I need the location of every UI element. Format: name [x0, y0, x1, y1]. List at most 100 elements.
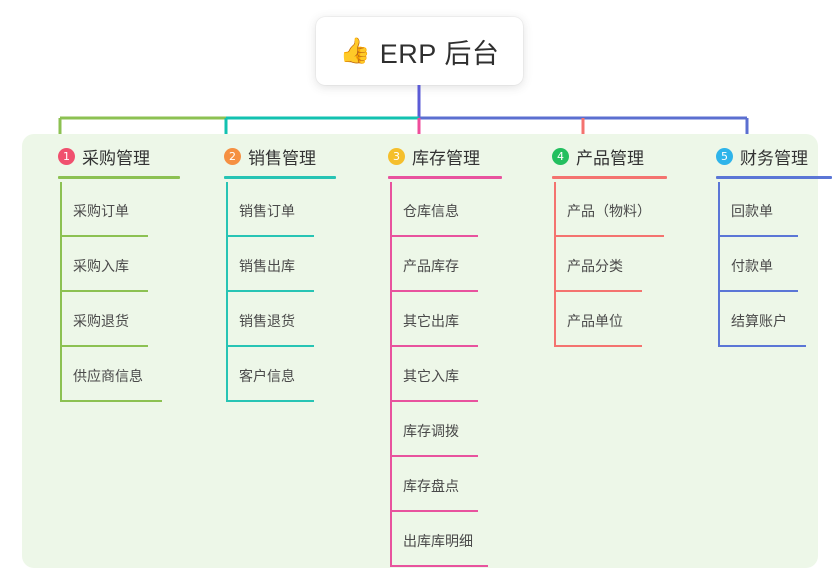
item-spine: [554, 292, 556, 347]
item-spine: [390, 512, 392, 567]
module-item[interactable]: 出库库明细: [369, 512, 534, 567]
module-item[interactable]: 付款单: [697, 237, 839, 292]
module-item-label: 仓库信息: [403, 203, 459, 219]
item-spine: [390, 402, 392, 457]
item-underline: [226, 345, 314, 347]
module-item-list-2: 销售订单销售出库销售退货客户信息: [205, 182, 370, 402]
item-underline: [390, 510, 478, 512]
module-item[interactable]: 产品分类: [533, 237, 698, 292]
module-header-underline-2: [224, 176, 336, 179]
module-item-label: 采购订单: [73, 203, 129, 219]
module-item-label: 产品单位: [567, 313, 623, 329]
item-spine: [554, 237, 556, 292]
module-item[interactable]: 产品库存: [369, 237, 534, 292]
module-item-label: 供应商信息: [73, 368, 143, 384]
module-item-label: 销售退货: [239, 313, 295, 329]
module-badge-5: 5: [716, 147, 733, 165]
module-item-label: 销售订单: [239, 203, 295, 219]
item-underline: [60, 290, 148, 292]
module-item[interactable]: 采购入库: [39, 237, 204, 292]
item-underline: [226, 290, 314, 292]
module-item[interactable]: 客户信息: [205, 347, 370, 402]
module-header-underline-5: [716, 176, 832, 179]
item-underline: [390, 400, 478, 402]
item-underline: [60, 345, 148, 347]
module-badge-4: 4: [552, 147, 569, 165]
module-header-2[interactable]: 2 销售管理: [205, 134, 370, 179]
item-spine: [60, 292, 62, 347]
item-spine: [390, 182, 392, 237]
item-spine: [226, 347, 228, 402]
module-item[interactable]: 产品单位: [533, 292, 698, 347]
item-underline: [554, 345, 642, 347]
item-spine: [60, 347, 62, 402]
module-item[interactable]: 采购退货: [39, 292, 204, 347]
module-item[interactable]: 仓库信息: [369, 182, 534, 237]
module-item-label: 销售出库: [239, 258, 295, 274]
module-item[interactable]: 供应商信息: [39, 347, 204, 402]
module-item-list-3: 仓库信息产品库存其它出库其它入库库存调拨库存盘点出库库明细: [369, 182, 534, 567]
page-title: ERP 后台: [379, 38, 500, 69]
item-spine: [554, 182, 556, 237]
module-item-label: 结算账户: [731, 313, 787, 329]
module-item[interactable]: 销售出库: [205, 237, 370, 292]
module-item-label: 产品（物料）: [567, 203, 651, 219]
module-item[interactable]: 销售订单: [205, 182, 370, 237]
item-underline: [390, 345, 478, 347]
item-underline: [226, 400, 314, 402]
item-underline: [226, 235, 314, 237]
item-underline: [554, 290, 642, 292]
module-item[interactable]: 结算账户: [697, 292, 839, 347]
item-spine: [390, 347, 392, 402]
module-item-label: 出库库明细: [403, 533, 473, 549]
item-spine: [60, 237, 62, 292]
item-underline: [390, 565, 488, 567]
module-item-label: 其它出库: [403, 313, 459, 329]
module-item-label: 产品库存: [403, 258, 459, 274]
item-spine: [718, 182, 720, 237]
item-underline: [718, 290, 798, 292]
modules-panel: [22, 134, 818, 568]
item-spine: [718, 237, 720, 292]
module-item[interactable]: 采购订单: [39, 182, 204, 237]
item-spine: [390, 457, 392, 512]
module-item-label: 回款单: [731, 203, 773, 219]
module-item-list-5: 回款单付款单结算账户: [697, 182, 839, 347]
module-badge-2: 2: [224, 147, 241, 165]
module-item-list-4: 产品（物料） 产品分类产品单位: [533, 182, 698, 347]
module-badge-1: 1: [58, 147, 75, 165]
module-header-4[interactable]: 4 产品管理: [533, 134, 698, 179]
item-spine: [718, 292, 720, 347]
module-item[interactable]: 销售退货: [205, 292, 370, 347]
module-item[interactable]: 其它出库: [369, 292, 534, 347]
item-spine: [60, 182, 62, 237]
module-title-2: 销售管理: [248, 148, 316, 168]
module-title-3: 库存管理: [412, 148, 480, 168]
module-item[interactable]: 产品（物料）: [533, 182, 698, 237]
item-spine: [226, 292, 228, 347]
module-item[interactable]: 库存调拨: [369, 402, 534, 457]
module-header-underline-1: [58, 176, 180, 179]
module-item-label: 产品分类: [567, 258, 623, 274]
module-item[interactable]: 库存盘点: [369, 457, 534, 512]
module-header-underline-3: [388, 176, 502, 179]
item-underline: [390, 455, 478, 457]
module-item-list-1: 采购订单采购入库采购退货供应商信息: [39, 182, 204, 402]
item-underline: [390, 235, 478, 237]
module-item[interactable]: 回款单: [697, 182, 839, 237]
item-underline: [60, 400, 162, 402]
module-item[interactable]: 其它入库: [369, 347, 534, 402]
module-title-4: 产品管理: [576, 148, 644, 168]
item-spine: [390, 237, 392, 292]
module-item-label: 付款单: [731, 258, 773, 274]
module-column-2: 2 销售管理销售订单销售出库销售退货客户信息: [205, 134, 370, 402]
root-node-erp-backend[interactable]: 👍 ERP 后台: [316, 17, 523, 85]
module-item-label: 库存调拨: [403, 423, 459, 439]
module-item-label: 客户信息: [239, 368, 295, 384]
